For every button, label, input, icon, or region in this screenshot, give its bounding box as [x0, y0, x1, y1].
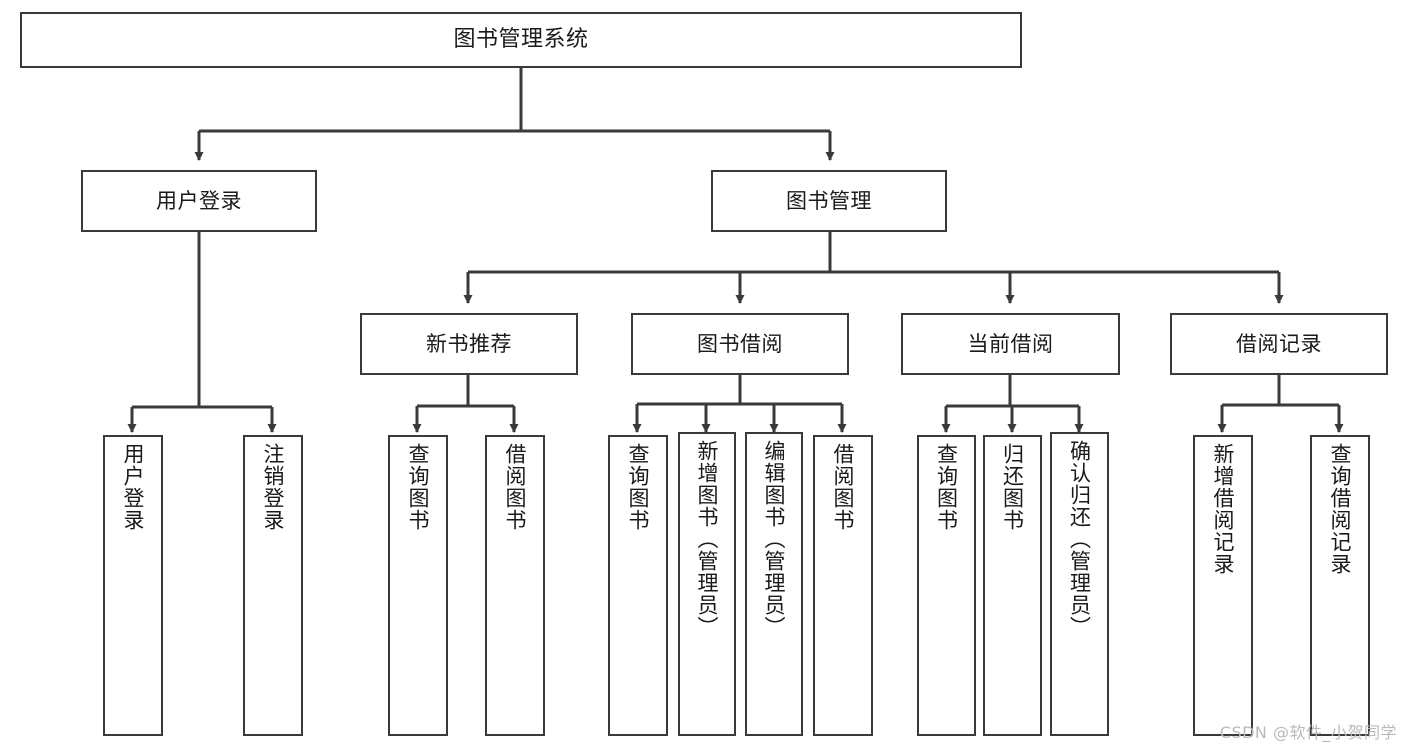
node-label: 新增借阅记录: [1211, 443, 1236, 575]
node-book-manage[interactable]: 图书管理: [711, 170, 947, 232]
node-leaf-query-record[interactable]: 查询借阅记录: [1310, 435, 1370, 736]
node-label: 新书推荐: [426, 331, 512, 356]
node-leaf-borrow-book-1[interactable]: 借阅图书: [485, 435, 545, 736]
node-new-book-recommend[interactable]: 新书推荐: [360, 313, 578, 375]
node-current-borrow[interactable]: 当前借阅: [901, 313, 1120, 375]
node-leaf-query-book-1[interactable]: 查询图书: [388, 435, 448, 736]
node-label: 新增图书（管理员）: [695, 440, 720, 638]
node-book-borrow[interactable]: 图书借阅: [631, 313, 849, 375]
node-label: 当前借阅: [967, 331, 1054, 356]
node-label: 借阅记录: [1236, 331, 1322, 356]
csdn-watermark: CSDN @软件_小贺同学: [1219, 723, 1397, 742]
node-label: 查询图书: [934, 443, 959, 531]
node-leaf-logout-login[interactable]: 注销登录: [243, 435, 303, 736]
node-root-system[interactable]: 图书管理系统: [20, 12, 1022, 68]
node-label: 图书管理系统: [453, 27, 589, 53]
node-leaf-add-record[interactable]: 新增借阅记录: [1193, 435, 1253, 736]
node-leaf-confirm-return[interactable]: 确认归还（管理员）: [1050, 432, 1109, 736]
node-label: 图书管理: [786, 188, 872, 213]
node-leaf-query-book-2[interactable]: 查询图书: [608, 435, 668, 736]
node-leaf-return-book[interactable]: 归还图书: [983, 435, 1042, 736]
node-label: 用户登录: [121, 443, 146, 531]
node-label: 归还图书: [1000, 443, 1025, 531]
node-label: 确认归还（管理员）: [1067, 440, 1092, 638]
node-leaf-borrow-book-2[interactable]: 借阅图书: [813, 435, 873, 736]
node-user-login[interactable]: 用户登录: [81, 170, 317, 232]
node-label: 用户登录: [156, 188, 242, 213]
node-borrow-record[interactable]: 借阅记录: [1170, 313, 1388, 375]
node-label: 图书借阅: [697, 331, 783, 356]
node-label: 借阅图书: [503, 443, 528, 531]
node-label: 查询图书: [406, 443, 431, 531]
node-label: 查询图书: [626, 443, 651, 531]
node-label: 查询借阅记录: [1328, 443, 1353, 575]
node-label: 注销登录: [261, 443, 286, 531]
node-leaf-query-book-3[interactable]: 查询图书: [917, 435, 976, 736]
node-leaf-add-book[interactable]: 新增图书（管理员）: [678, 432, 736, 736]
node-label: 借阅图书: [831, 443, 856, 531]
node-leaf-edit-book[interactable]: 编辑图书（管理员）: [745, 432, 803, 736]
node-leaf-user-login[interactable]: 用户登录: [103, 435, 163, 736]
node-label: 编辑图书（管理员）: [762, 440, 787, 638]
